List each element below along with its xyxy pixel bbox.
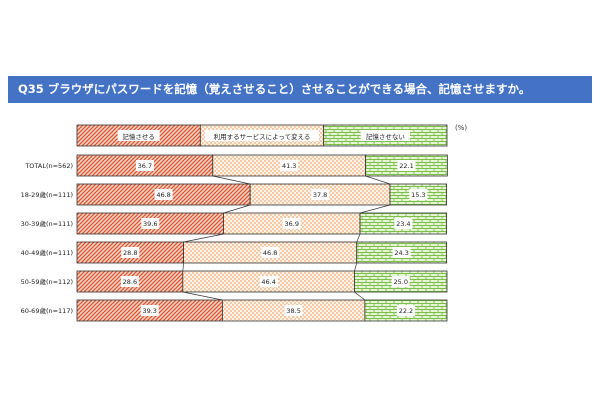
legend-label-1: 記憶させる: [122, 132, 155, 141]
connector-line: [223, 204, 251, 214]
data-label-30-39-n-111-1: 39.6: [143, 220, 157, 228]
data-label-18-29-n-111-1: 46.8: [156, 191, 170, 199]
data-label-50-59-n-112-3: 25.0: [394, 278, 408, 286]
legend-label-3: 記憶させない: [366, 132, 405, 141]
percent-unit-label: (%): [455, 124, 467, 132]
legend-label-bg-2: [205, 130, 319, 141]
data-label-18-29-n-111-3: 15.3: [411, 191, 425, 199]
data-label-bg-60-69-n-117-2: [284, 305, 303, 316]
legend-label-bg-3: [360, 130, 410, 141]
data-label-60-69-n-117-3: 22.2: [399, 307, 413, 315]
connector-line: [354, 291, 366, 301]
question-title: Q35 ブラウザにパスワードを記憶（覚えさせること）させることができる場合、記憶…: [8, 76, 592, 103]
legend-label-2: 利用するサービスによって変える: [214, 132, 311, 141]
connector-line: [182, 262, 184, 272]
connector-line: [183, 233, 224, 243]
data-label-bg-18-29-n-111-2: [311, 189, 330, 200]
data-label-bg-30-39-n-111-3: [394, 218, 413, 229]
data-label-bg-40-49-n-111-3: [392, 247, 411, 258]
data-label-30-39-n-111-3: 23.4: [396, 220, 410, 228]
data-label-50-59-n-112-2: 46.4: [261, 278, 275, 286]
category-label-60-69-n-117: 60-69歳(n=117): [21, 306, 73, 315]
data-label-bg-40-49-n-111-2: [261, 247, 280, 258]
data-label-bg-40-49-n-111-1: [121, 247, 140, 258]
data-label-40-49-n-111-2: 46.8: [263, 249, 277, 257]
data-label-total-n-562-1: 36.7: [138, 162, 152, 170]
data-label-50-59-n-112-1: 28.6: [123, 278, 137, 286]
data-label-bg-30-39-n-111-2: [282, 218, 301, 229]
category-label-40-49-n-111: 40-49歳(n=111): [21, 248, 73, 257]
data-label-60-69-n-117-2: 38.5: [286, 307, 300, 315]
data-label-40-49-n-111-3: 24.3: [394, 249, 408, 257]
connector-line: [354, 262, 358, 272]
connector-line: [359, 204, 391, 214]
data-label-total-n-562-3: 22.1: [399, 162, 413, 170]
data-label-bg-total-n-562-3: [397, 160, 416, 171]
data-label-total-n-562-2: 41.3: [282, 162, 296, 170]
data-label-bg-18-29-n-111-1: [154, 189, 173, 200]
connector-line: [356, 233, 361, 243]
data-label-bg-60-69-n-117-3: [396, 305, 415, 316]
data-label-40-49-n-111-1: 28.8: [123, 249, 137, 257]
data-label-60-69-n-117-1: 39.3: [142, 307, 156, 315]
category-label-total-n-562: TOTAL(n=562): [24, 162, 73, 170]
connector-line: [182, 291, 223, 301]
legend-label-bg-1: [117, 130, 160, 141]
connector-line: [365, 175, 391, 185]
data-label-bg-50-59-n-112-1: [120, 276, 139, 287]
data-label-bg-total-n-562-2: [280, 160, 299, 171]
data-label-bg-total-n-562-1: [135, 160, 154, 171]
data-label-bg-50-59-n-112-3: [391, 276, 410, 287]
data-label-18-29-n-111-2: 37.8: [313, 191, 327, 199]
category-label-30-39-n-111: 30-39歳(n=111): [21, 219, 73, 228]
category-label-50-59-n-112: 50-59歳(n=112): [21, 277, 73, 286]
data-label-bg-60-69-n-117-1: [140, 305, 159, 316]
data-label-bg-18-29-n-111-3: [409, 189, 428, 200]
data-label-bg-30-39-n-111-1: [141, 218, 160, 229]
data-label-30-39-n-111-2: 36.9: [285, 220, 299, 228]
connector-line: [212, 175, 251, 185]
data-label-bg-50-59-n-112-2: [259, 276, 278, 287]
category-label-18-29-n-111: 18-29歳(n=111): [21, 190, 73, 199]
